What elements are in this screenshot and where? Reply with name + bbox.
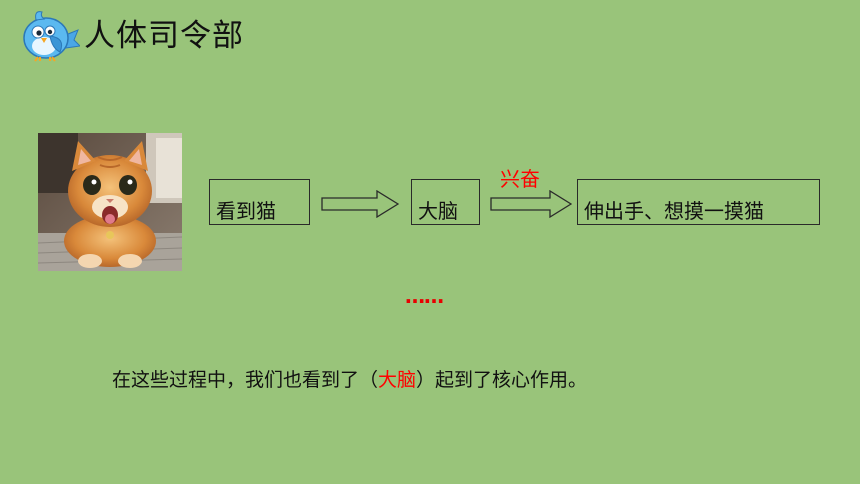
ellipsis: …… — [405, 284, 444, 308]
flow-box-label: 看到猫 — [216, 199, 276, 223]
flow-box-label: 大脑 — [418, 199, 458, 223]
right-arrow-icon — [321, 189, 400, 219]
sentence-prefix: 在这些过程中，我们也看到了（ — [112, 369, 379, 391]
sentence-suffix: ）起到了核心作用。 — [416, 369, 588, 391]
conclusion-sentence: 在这些过程中，我们也看到了（大脑）起到了核心作用。 — [112, 367, 587, 393]
flow-box-brain: 大脑 — [411, 179, 480, 225]
flow-box-reach-hand: 伸出手、想摸一摸猫 — [577, 179, 820, 225]
bird-icon — [14, 8, 82, 62]
right-arrow-icon — [490, 189, 573, 219]
arrow-label-excited: 兴奋 — [500, 167, 540, 191]
sentence-answer: 大脑 — [378, 369, 417, 391]
cat-photo — [38, 133, 182, 271]
flow-box-label: 伸出手、想摸一摸猫 — [584, 199, 764, 223]
page-title: 人体司令部 — [84, 18, 244, 54]
flow-box-see-cat: 看到猫 — [209, 179, 310, 225]
